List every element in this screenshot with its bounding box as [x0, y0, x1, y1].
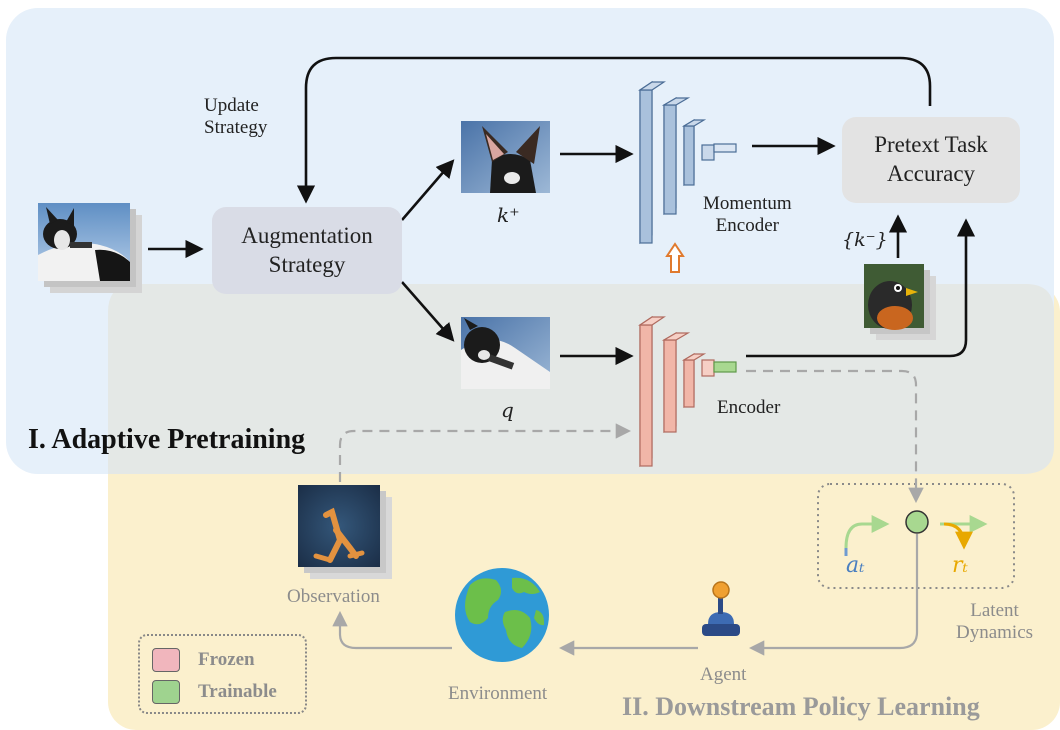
- reward-arrow: [943, 522, 973, 550]
- policy-dashed-arrows: [338, 369, 924, 504]
- bird-image-icon: [864, 264, 936, 340]
- action-label: aₜ: [846, 553, 865, 578]
- policy-arrows: [332, 534, 919, 656]
- legend-label: Frozen: [198, 649, 255, 670]
- legend-item-frozen: Frozen: [152, 648, 255, 672]
- action-input-arrow: [844, 515, 890, 549]
- observation-label: Observation: [287, 586, 380, 607]
- legend-item-trainable: Trainable: [152, 680, 277, 704]
- frozen-swatch: [152, 648, 180, 672]
- dog-image-icon: [38, 203, 142, 293]
- joystick-icon: [702, 581, 740, 636]
- trainable-swatch: [152, 680, 180, 704]
- policy-title: II. Downstream Policy Learning: [622, 692, 980, 721]
- k-plus-label: k⁺: [497, 203, 520, 227]
- encoder-block: [638, 315, 737, 468]
- momentum-encoder-label: Momentum Encoder: [703, 193, 792, 236]
- overlap-region: [108, 284, 1054, 474]
- globe-icon: [455, 568, 549, 662]
- encoder-label: Encoder: [717, 397, 781, 418]
- momentum-update-arrow: [665, 242, 685, 273]
- q-label: q: [501, 398, 514, 422]
- pretext-task-accuracy-box: Pretext Task Accuracy: [842, 117, 1020, 203]
- pretraining-arrows: [148, 56, 976, 366]
- momentum-encoder-block: [638, 80, 737, 245]
- augmentation-strategy-box: Augmentation Strategy: [212, 207, 402, 294]
- latent-state-node: [905, 510, 929, 534]
- update-strategy-label: Update Strategy: [204, 95, 268, 138]
- environment-label: Environment: [448, 683, 548, 704]
- dog-image-icon: [461, 317, 550, 389]
- walker-observation-icon: [298, 485, 392, 579]
- agent-label: Agent: [700, 664, 747, 685]
- dog-image-icon: [461, 121, 550, 193]
- legend: Frozen Trainable: [138, 634, 307, 714]
- reward-label: rₜ: [952, 553, 968, 578]
- pretraining-title: I. Adaptive Pretraining: [28, 424, 306, 455]
- legend-label: Trainable: [198, 681, 277, 702]
- latent-dynamics-label: Latent Dynamics: [956, 600, 1034, 643]
- k-minus-label: {k⁻}: [842, 229, 888, 251]
